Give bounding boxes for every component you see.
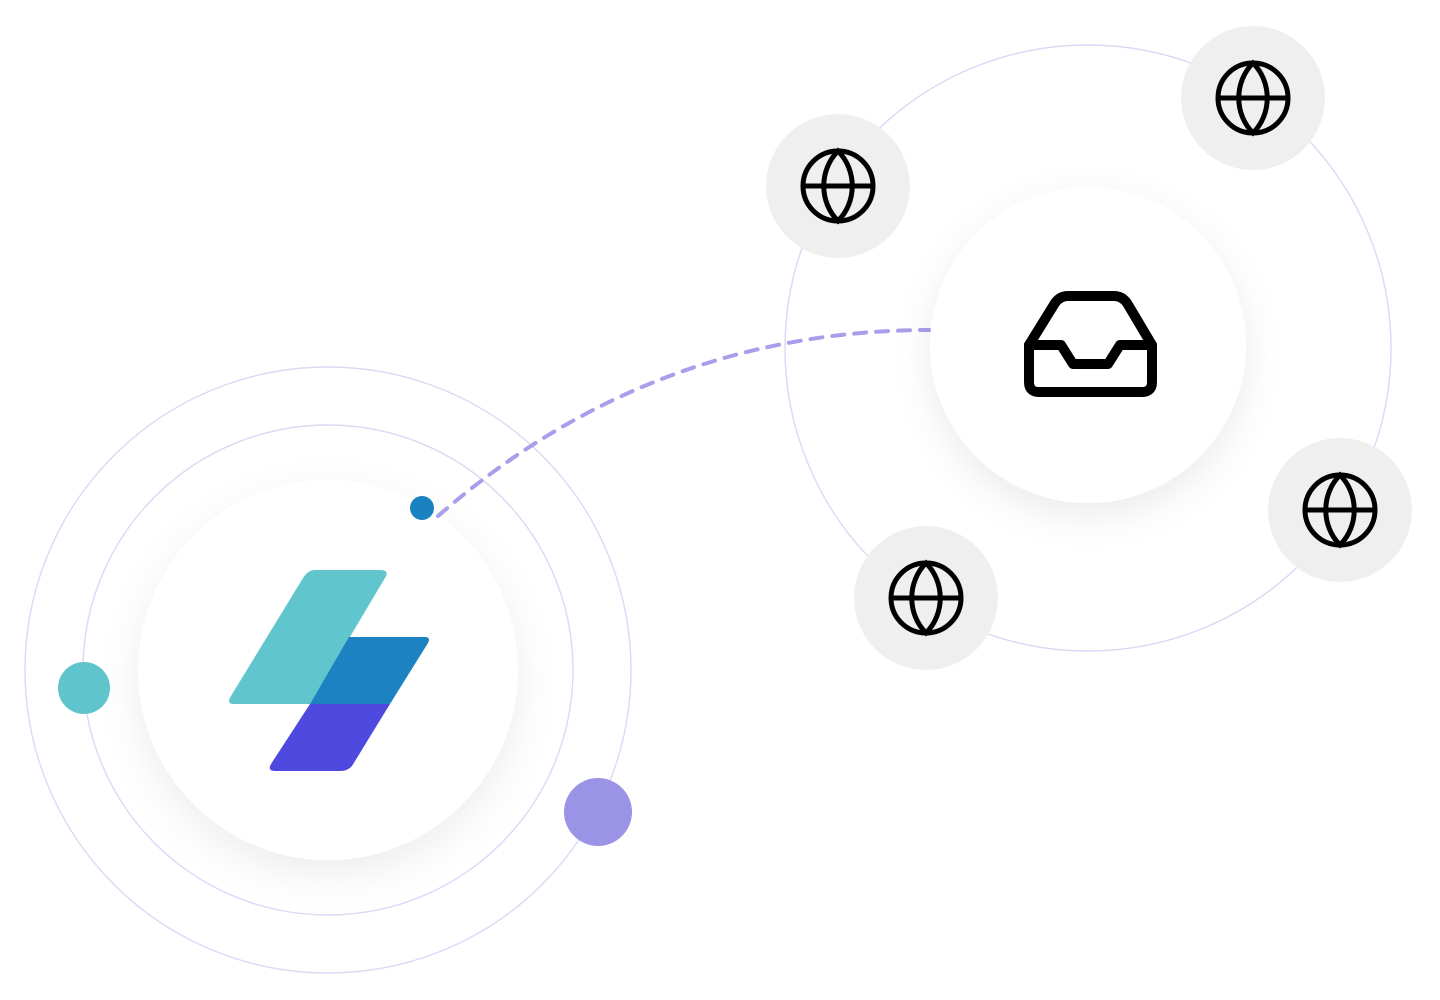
- hub-orbit-ring: [784, 44, 1392, 652]
- dashed-connector: [436, 328, 932, 518]
- satellite-node: [1268, 438, 1412, 582]
- satellite-node: [766, 114, 910, 258]
- connector-endpoint-dot: [410, 496, 434, 520]
- globe-icon: [888, 559, 964, 637]
- source-cluster: [24, 366, 632, 974]
- logo-top-shape: [229, 570, 387, 704]
- hub-cluster: [766, 26, 1412, 670]
- globe-icon: [1215, 59, 1291, 137]
- inbox-icon: [1024, 291, 1157, 397]
- satellite-node: [1181, 26, 1325, 170]
- hub-center-circle: [930, 187, 1246, 503]
- orbit-dot-teal: [58, 662, 110, 714]
- orbit-dot-purple: [564, 778, 632, 846]
- app-logo: [229, 570, 429, 771]
- logo-bottom-shape: [269, 704, 390, 771]
- globe-icon: [800, 147, 876, 225]
- globe-icon: [1302, 471, 1378, 549]
- logo-middle-shape: [310, 637, 429, 704]
- outer-orbit-ring: [24, 366, 632, 974]
- satellite-node: [854, 526, 998, 670]
